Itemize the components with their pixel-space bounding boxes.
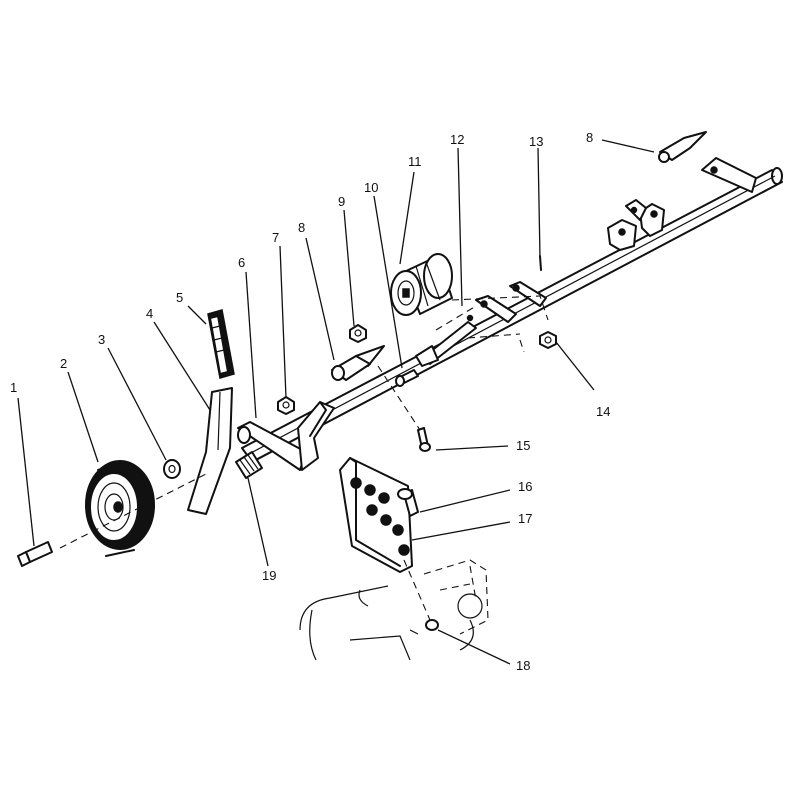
nut-14 — [539, 331, 557, 349]
pivot-bracket-lower — [475, 281, 547, 323]
end-bracket — [701, 157, 757, 193]
callout-8: 8 — [298, 220, 305, 235]
rubber-pad — [207, 309, 235, 379]
callout-13: 13 — [529, 134, 543, 149]
callout-14: 14 — [596, 404, 610, 419]
callout-15: 15 — [516, 438, 530, 453]
machine-outline — [299, 559, 489, 661]
bent-shaft — [415, 305, 477, 367]
callout-1: 1 — [10, 380, 17, 395]
pivot-bracket-upper — [607, 199, 665, 251]
handle-bracket — [237, 401, 335, 471]
callout-8-top: 8 — [586, 130, 593, 145]
leader-lines — [17, 139, 655, 665]
bolt-18 — [403, 559, 439, 631]
callout-5: 5 — [176, 290, 183, 305]
callout-18: 18 — [516, 658, 530, 673]
callout-12: 12 — [450, 132, 464, 147]
callout-6: 6 — [238, 255, 245, 270]
spring-clip-8-top — [658, 131, 707, 163]
roller — [390, 253, 453, 316]
mounting-plate — [339, 457, 413, 573]
wheel — [85, 460, 155, 557]
callout-labels: 1 2 3 4 5 6 7 8 8 9 10 11 12 13 14 15 16… — [10, 130, 610, 673]
pin-13 — [539, 255, 542, 271]
wheel-axle-line — [59, 473, 207, 549]
callout-2: 2 — [60, 356, 67, 371]
callout-3: 3 — [98, 332, 105, 347]
callout-9: 9 — [338, 194, 345, 209]
nut-9 — [349, 324, 367, 343]
spring-clip-8 — [331, 345, 385, 381]
hidden-outline-roller — [451, 295, 549, 353]
wheel-stand — [187, 387, 233, 515]
callout-11: 11 — [408, 154, 422, 169]
bolt-15 — [377, 365, 431, 452]
bolt-16 — [397, 488, 419, 517]
callout-4: 4 — [146, 306, 153, 321]
callout-16: 16 — [518, 479, 532, 494]
bolt-10 — [395, 369, 419, 387]
nut-7 — [277, 396, 295, 415]
callout-19: 19 — [262, 568, 276, 583]
spring-19 — [235, 451, 263, 479]
washer — [163, 459, 181, 479]
callout-10: 10 — [364, 180, 378, 195]
bolt-1 — [17, 541, 53, 567]
callout-7: 7 — [272, 230, 279, 245]
callout-17: 17 — [518, 511, 532, 526]
